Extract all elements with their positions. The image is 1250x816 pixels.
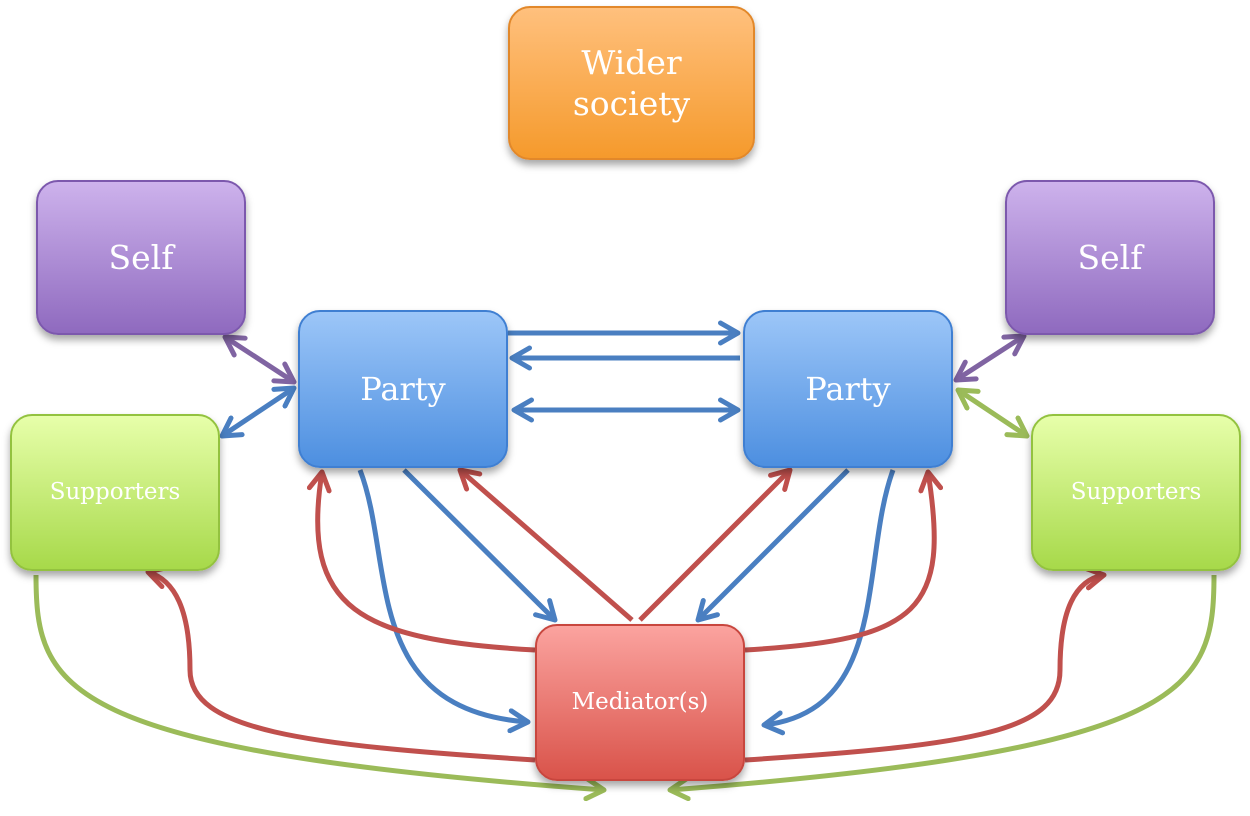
node-mediator-label: Mediator(s) (571, 689, 709, 716)
arrow-supporters-right-party-right (955, 387, 1030, 439)
arrow-self-left-party-left (222, 334, 297, 385)
node-self-right: Self (1005, 180, 1215, 335)
node-party-right: Party (743, 310, 953, 468)
arrow-self-right-party-right (953, 333, 1027, 383)
arrow-party-right-mediator-straight (695, 468, 850, 623)
arrow-mediator-party-right-curve (744, 469, 944, 653)
node-party-right-label: Party (805, 370, 891, 408)
node-mediator: Mediator(s) (535, 624, 745, 781)
node-wider-society: Wider society (508, 6, 755, 160)
party-to-party-arrows (508, 320, 741, 423)
node-party-left: Party (298, 310, 508, 468)
node-supporters-left-label: Supporters (49, 479, 181, 506)
arrow-mediator-party-left-straight (457, 467, 634, 622)
node-self-right-label: Self (1077, 237, 1143, 277)
node-supporters-left: Supporters (10, 414, 220, 571)
node-supporters-right-label: Supporters (1070, 479, 1202, 506)
arrow-supporters-left-party-left (219, 385, 297, 439)
node-wider-society-label: Wider society (572, 42, 691, 123)
arrow-party-left-mediator-curve (357, 469, 531, 734)
node-self-left: Self (36, 180, 246, 335)
arrow-supporters-right-mediator (667, 574, 1217, 802)
node-self-left-label: Self (108, 237, 174, 277)
arrow-mediator-party-right-straight (638, 467, 793, 622)
node-party-left-label: Party (360, 370, 446, 408)
arrow-party-right-mediator-curve (761, 469, 896, 736)
arrow-mediator-supporters-left (145, 564, 536, 763)
node-supporters-right: Supporters (1031, 414, 1241, 571)
arrow-mediator-party-left-curve (306, 469, 536, 653)
arrow-party-left-mediator-straight (402, 468, 558, 623)
arrow-mediator-supporters-right (744, 565, 1107, 763)
arrow-supporters-left-mediator (33, 574, 607, 802)
